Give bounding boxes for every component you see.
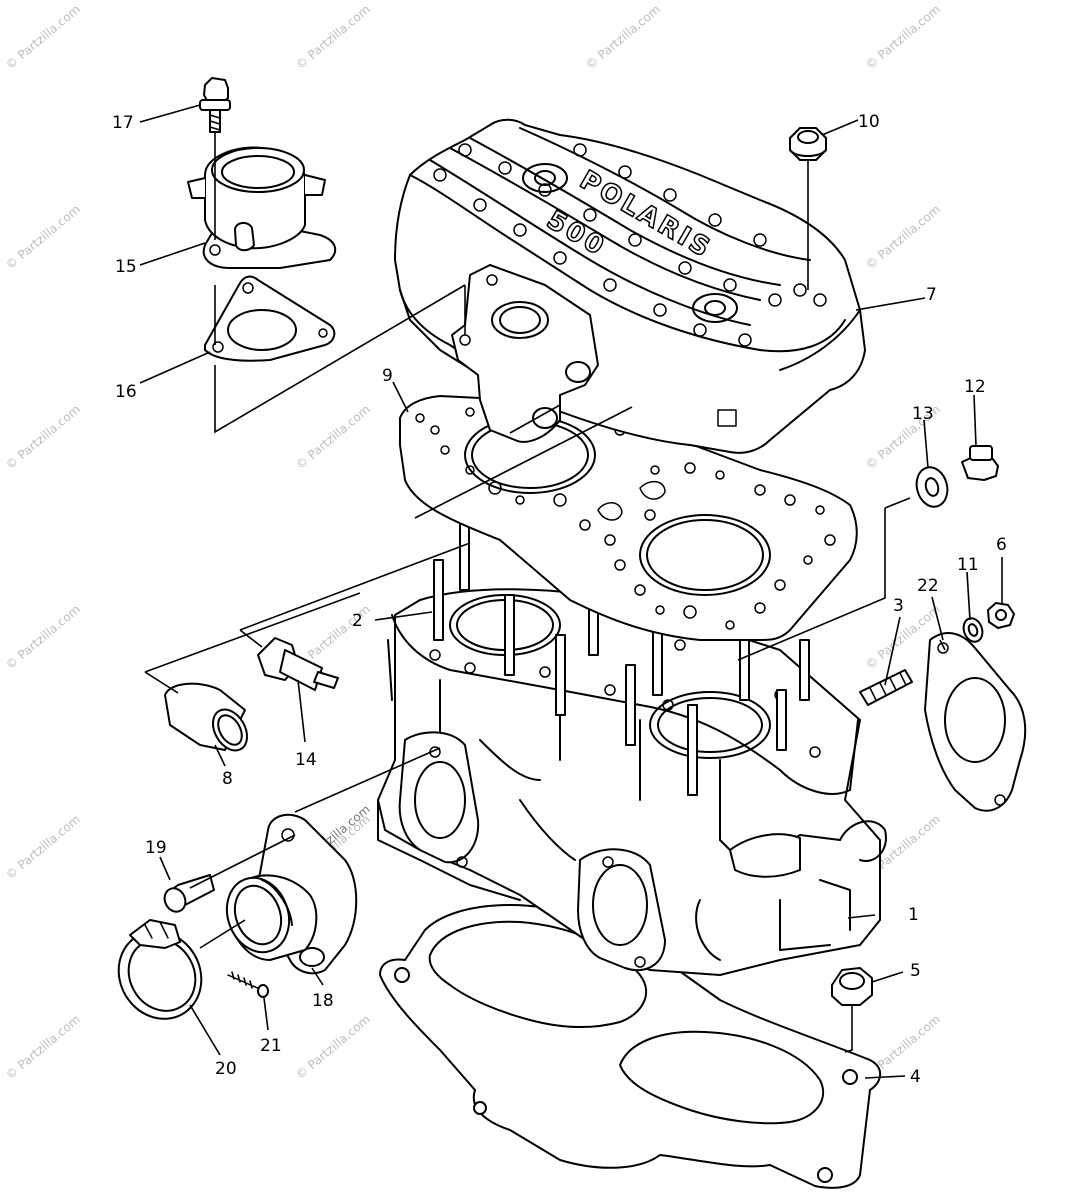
callout-19: 19 (145, 838, 167, 858)
callout-20: 20 (215, 1059, 237, 1079)
callout-7: 7 (926, 285, 937, 305)
base-gasket-part (379, 904, 882, 1189)
callout-21: 21 (260, 1036, 282, 1056)
callout-15: 15 (115, 257, 137, 277)
screw-21-part (227, 971, 269, 998)
bolt-19-part (163, 874, 215, 913)
temperature-sensor-part (257, 637, 339, 691)
callout-13: 13 (912, 404, 934, 424)
watermark: © Partzilla.com (583, 2, 663, 72)
callout-4: 4 (910, 1067, 921, 1087)
stud-3-part (859, 669, 913, 706)
watermark: © Partzilla.com (3, 402, 83, 472)
watermark: © Partzilla.com (3, 202, 83, 272)
assembly-leader-lines (144, 132, 946, 1053)
callout-3: 3 (893, 596, 904, 616)
thermostat-gasket-part (204, 275, 336, 362)
thermostat-cover-part (187, 146, 337, 269)
watermark: © Partzilla.com (293, 1012, 373, 1082)
callout-17: 17 (112, 113, 134, 133)
watermark: © Partzilla.com (3, 2, 83, 72)
watermark: © Partzilla.com (3, 1012, 83, 1082)
callout-5: 5 (910, 961, 921, 981)
exhaust-gasket-part (924, 632, 1027, 812)
callout-9: 9 (382, 366, 393, 386)
nut-5-part (831, 967, 873, 1006)
callout-1: 1 (908, 905, 919, 925)
washer-11-part (962, 617, 984, 643)
nut-10-part (789, 127, 827, 161)
watermark: © Partzilla.com (293, 402, 373, 472)
callout-10: 10 (858, 112, 880, 132)
callout-8: 8 (222, 769, 233, 789)
thermostat-housing-part (451, 264, 599, 443)
intake-adapter-part (225, 813, 358, 975)
callout-22: 22 (917, 576, 939, 596)
callout-labels: 1 2 3 4 5 6 7 8 9 10 11 12 13 14 15 16 1 (112, 104, 1007, 1087)
watermark: © Partzilla.com (863, 2, 943, 72)
callout-14: 14 (295, 750, 317, 770)
callout-18: 18 (312, 991, 334, 1011)
bolt-17-part (199, 77, 231, 133)
callout-16: 16 (115, 382, 137, 402)
washer-13-part (915, 466, 949, 508)
watermark: © Partzilla.com (3, 602, 83, 672)
callout-2: 2 (352, 611, 363, 631)
hose-clamp-part (117, 919, 203, 1020)
sleeve-8-part (164, 682, 249, 752)
callout-6: 6 (996, 535, 1007, 555)
callout-12: 12 (964, 377, 986, 397)
watermark: © Partzilla.com (293, 2, 373, 72)
nut-6-part (987, 602, 1015, 629)
callout-11: 11 (957, 555, 979, 575)
watermark: © Partzilla.com (3, 812, 83, 882)
cylinder-block-part (377, 588, 887, 976)
bolt-12-part (961, 445, 999, 481)
watermark: © Partzilla.com (863, 202, 943, 272)
